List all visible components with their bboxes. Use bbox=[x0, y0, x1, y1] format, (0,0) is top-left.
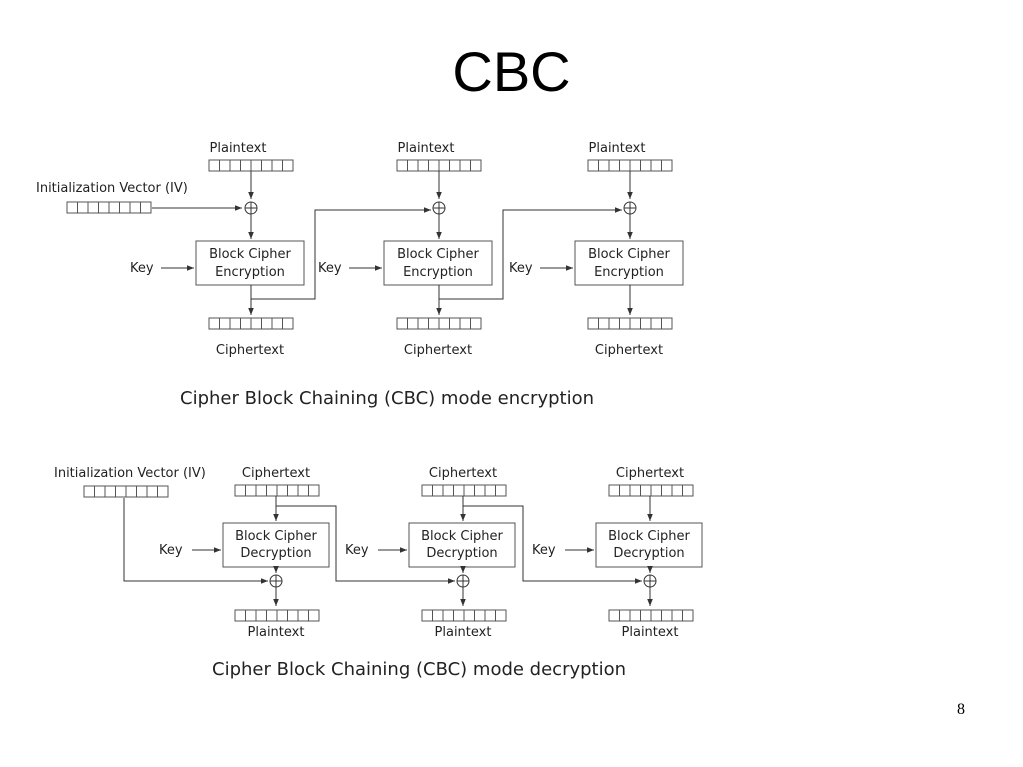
ciphertext-label: Ciphertext bbox=[616, 466, 684, 481]
block-cipher-encryption-box bbox=[574, 240, 684, 286]
encryption-diagram: Initialization Vector (IV) PlaintextBlock… bbox=[36, 141, 684, 409]
ciphertext-label: Ciphertext bbox=[216, 343, 284, 358]
chain-arrow bbox=[439, 207, 622, 300]
plaintext-register bbox=[421, 609, 507, 622]
plaintext-register bbox=[396, 159, 482, 172]
ciphertext-register bbox=[587, 317, 673, 330]
block-cipher-encryption-box bbox=[195, 240, 305, 286]
plaintext-label: Plaintext bbox=[248, 625, 305, 640]
block-cipher-label: Block Cipher bbox=[421, 529, 503, 544]
ciphertext-register bbox=[421, 484, 507, 497]
plaintext-label: Plaintext bbox=[210, 141, 267, 156]
ciphertext-register bbox=[396, 317, 482, 330]
xor-icon bbox=[269, 574, 283, 588]
xor-icon bbox=[456, 574, 470, 588]
block-cipher-label: Decryption bbox=[613, 546, 684, 561]
ciphertext-label: Ciphertext bbox=[242, 466, 310, 481]
plaintext-label: Plaintext bbox=[435, 625, 492, 640]
xor-icon bbox=[643, 574, 657, 588]
block-cipher-label: Encryption bbox=[594, 265, 664, 280]
chain-arrow bbox=[276, 505, 455, 584]
key-label: Key bbox=[159, 543, 183, 558]
block-cipher-label: Encryption bbox=[215, 265, 285, 280]
iv-label: Initialization Vector (IV) bbox=[36, 181, 188, 196]
decryption-caption: Cipher Block Chaining (CBC) mode decrypt… bbox=[212, 659, 626, 680]
ciphertext-label: Ciphertext bbox=[595, 343, 663, 358]
block-cipher-label: Decryption bbox=[240, 546, 311, 561]
block-cipher-decryption-box bbox=[595, 522, 703, 568]
ciphertext-register bbox=[234, 484, 320, 497]
encryption-caption: Cipher Block Chaining (CBC) mode encrypt… bbox=[180, 388, 594, 409]
chain-arrow bbox=[463, 505, 642, 584]
xor-icon bbox=[623, 201, 637, 215]
block-cipher-label: Block Cipher bbox=[608, 529, 690, 544]
iv-register bbox=[66, 201, 152, 214]
plaintext-label: Plaintext bbox=[589, 141, 646, 156]
block-cipher-label: Block Cipher bbox=[235, 529, 317, 544]
page-number: 8 bbox=[957, 701, 965, 718]
block-cipher-decryption-box bbox=[222, 522, 330, 568]
plaintext-register bbox=[234, 609, 320, 622]
block-cipher-label: Block Cipher bbox=[588, 247, 670, 262]
slide-title: CBC bbox=[452, 40, 571, 103]
xor-icon bbox=[432, 201, 446, 215]
ciphertext-label: Ciphertext bbox=[404, 343, 472, 358]
key-label: Key bbox=[345, 543, 369, 558]
plaintext-register bbox=[208, 159, 294, 172]
key-label: Key bbox=[130, 261, 154, 276]
iv-arrow bbox=[123, 498, 268, 584]
block-cipher-decryption-box bbox=[408, 522, 516, 568]
plaintext-label: Plaintext bbox=[398, 141, 455, 156]
block-cipher-label: Block Cipher bbox=[209, 247, 291, 262]
key-label: Key bbox=[532, 543, 556, 558]
block-cipher-label: Block Cipher bbox=[397, 247, 479, 262]
plaintext-label: Plaintext bbox=[622, 625, 679, 640]
key-label: Key bbox=[318, 261, 342, 276]
chain-arrow bbox=[251, 207, 431, 300]
iv-register bbox=[83, 485, 169, 498]
decryption-diagram: Initialization Vector (IV) CiphertextBloc… bbox=[54, 466, 703, 680]
xor-icon bbox=[244, 201, 258, 215]
block-cipher-label: Encryption bbox=[403, 265, 473, 280]
ciphertext-label: Ciphertext bbox=[429, 466, 497, 481]
block-cipher-encryption-box bbox=[383, 240, 493, 286]
ciphertext-register bbox=[208, 317, 294, 330]
plaintext-register bbox=[608, 609, 694, 622]
plaintext-register bbox=[587, 159, 673, 172]
iv-label: Initialization Vector (IV) bbox=[54, 466, 206, 481]
ciphertext-register bbox=[608, 484, 694, 497]
block-cipher-label: Decryption bbox=[426, 546, 497, 561]
key-label: Key bbox=[509, 261, 533, 276]
